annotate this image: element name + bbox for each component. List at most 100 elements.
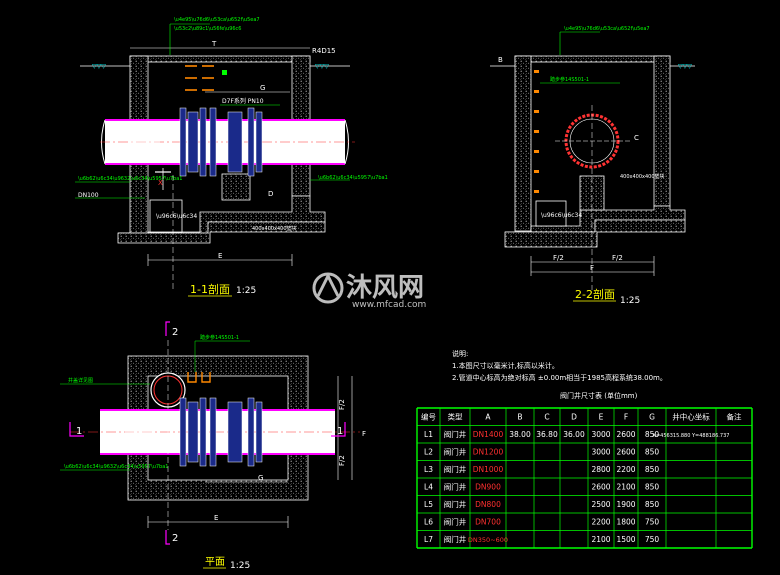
table-cell: L4 — [424, 483, 433, 492]
svg-text:▽▽▽: ▽▽▽ — [92, 63, 106, 70]
notes: 说明: 1.本图尺寸以毫米计,标高以米计。 2.管道中心标高为绝对标高 ±0.0… — [452, 349, 667, 400]
table-header-cell: 备注 — [727, 412, 742, 422]
table-header-cell: A — [485, 413, 491, 422]
g-dim-1: G — [260, 84, 265, 92]
plan-view: 踏步参14S501-1 井盖详见图 A \u6b62\u6c34\u9632\u… — [60, 321, 366, 571]
base-block-label-2: 400x400x400垫块 — [620, 173, 665, 180]
table-cell: 850 — [645, 483, 660, 492]
svg-text:E: E — [218, 252, 222, 260]
table-cell: 750 — [645, 535, 660, 544]
table-header-cell: 类型 — [448, 412, 463, 422]
table-cell: 1800 — [616, 518, 635, 527]
note-line-2: 2.管道中心标高为绝对标高 ±0.00m相当于1985高程系统38.00m。 — [452, 373, 667, 382]
table-cell: 36.00 — [563, 430, 585, 439]
watermark-logo-icon — [312, 272, 344, 304]
watermark-brand: 沐风网 — [346, 273, 424, 303]
svg-text:X: X — [158, 179, 163, 187]
table-cell: 2100 — [616, 483, 635, 492]
table-cell: 2200 — [591, 518, 610, 527]
table-cell: 阀门井 — [444, 464, 467, 474]
svg-text:▽▽▽: ▽▽▽ — [678, 63, 692, 70]
plan-scale: 1:25 — [230, 561, 250, 571]
table-cell: X=456315.880 Y=488186.737 — [653, 433, 730, 439]
table-cell: 1900 — [616, 500, 635, 509]
fitting-label: D7F系列 PN10 — [222, 97, 264, 105]
watermark: 沐风网 www.mfcad.com — [312, 272, 426, 310]
svg-text:D: D — [268, 190, 273, 198]
svg-text:F/2: F/2 — [338, 399, 346, 410]
view2-scale: 1:25 — [620, 296, 640, 306]
table-cell: 2800 — [591, 465, 610, 474]
table-cell: 2500 — [591, 500, 610, 509]
base-block — [221, 173, 251, 201]
svg-text:▽▽▽: ▽▽▽ — [315, 63, 329, 70]
table-cell: L3 — [424, 465, 433, 474]
table-cell: L1 — [424, 430, 433, 439]
svg-text:F: F — [362, 430, 366, 438]
table-header-cell: G — [649, 413, 655, 422]
svg-text:1: 1 — [76, 426, 82, 437]
ladder-label-plan: 踏步参14S501-1 — [200, 334, 239, 341]
view2-title: 2-2剖面 — [575, 287, 615, 301]
table-cell: DN1000 — [473, 465, 504, 474]
table-cell: 2600 — [591, 483, 610, 492]
table-header-cell: 编号 — [421, 412, 436, 422]
plan-title: 平面 — [205, 557, 225, 568]
ladder-label-2: 踏步参14S501-1 — [550, 76, 589, 83]
svg-text:1: 1 — [337, 426, 343, 437]
view1-title: 1-1剖面 — [190, 282, 230, 296]
svg-text:A: A — [130, 132, 135, 140]
table-cell: 阀门井 — [444, 499, 467, 509]
svg-text:C: C — [314, 132, 319, 140]
table-cell: 2100 — [591, 535, 610, 544]
svg-text:\u4e95\u76d6\u53ca\u652f\u5ea7: \u4e95\u76d6\u53ca\u652f\u5ea7 — [564, 26, 650, 32]
svg-text:F/2: F/2 — [338, 455, 346, 466]
table-cell: 38.00 — [509, 430, 531, 439]
table-cell: 850 — [645, 448, 660, 457]
table-cell: 3000 — [591, 448, 610, 457]
table-cell: L5 — [424, 500, 433, 509]
svg-text:E: E — [214, 514, 218, 522]
table-cell: DN900 — [475, 483, 501, 492]
section-2-2: ▽▽▽ \u96c6\u6c34 踏步参14S501-1 \u4e95\u76d… — [490, 26, 695, 306]
table-cell: L2 — [424, 448, 433, 457]
table-cell: 阀门井 — [444, 534, 467, 544]
watermark-url: www.mfcad.com — [352, 300, 426, 310]
table-cell: 2600 — [616, 430, 635, 439]
table-cell: 2200 — [616, 465, 635, 474]
table-header-cell: B — [517, 413, 522, 422]
table-cell: DN1400 — [473, 430, 504, 439]
table-cell: L6 — [424, 518, 433, 527]
table-cell: 阀门井 — [444, 447, 467, 457]
table-cell: 850 — [645, 500, 660, 509]
svg-text:\u53c2\u89c1\u56fe\u96c6: \u53c2\u89c1\u56fe\u96c6 — [174, 26, 242, 32]
dn-label: DN100 — [78, 192, 99, 199]
svg-text:B: B — [498, 56, 503, 64]
notes-heading: 说明: — [452, 349, 468, 358]
manhole-label: 井盖详见图 — [68, 377, 93, 384]
svg-text:\u96c6\u6c34: \u96c6\u6c34 — [541, 212, 582, 219]
table-cell: DN800 — [475, 500, 501, 509]
svg-text:G: G — [258, 474, 263, 482]
svg-text:\u6b62\u6c34\u9632\u6c34\u5957: \u6b62\u6c34\u9632\u6c34\u5957\u7ba1 — [78, 176, 182, 182]
top-dim: T — [211, 40, 217, 48]
svg-text:A: A — [130, 422, 135, 430]
table-header-cell: F — [624, 413, 628, 422]
table-title: 阀门井尺寸表 (单位mm) — [560, 391, 638, 400]
rebar-label: R4D15 — [312, 47, 336, 55]
valve-assembly — [179, 107, 263, 177]
table-header-cell: 井中心坐标 — [672, 412, 710, 422]
table-cell: 阀门井 — [444, 482, 467, 492]
svg-text:F: F — [590, 264, 594, 272]
table-header-cell: E — [599, 413, 604, 422]
view1-scale: 1:25 — [236, 286, 256, 296]
note-line-1: 1.本图尺寸以毫米计,标高以米计。 — [452, 361, 559, 370]
svg-text:\u6b62\u6c34\u5957\u7ba1: \u6b62\u6c34\u5957\u7ba1 — [318, 175, 388, 181]
table-cell: 2600 — [616, 448, 635, 457]
table-cell: DN1200 — [473, 448, 504, 457]
base-block-label: 400x400x400垫块 — [252, 225, 297, 232]
table-cell: L7 — [424, 535, 433, 544]
table-header-cell: C — [544, 413, 549, 422]
